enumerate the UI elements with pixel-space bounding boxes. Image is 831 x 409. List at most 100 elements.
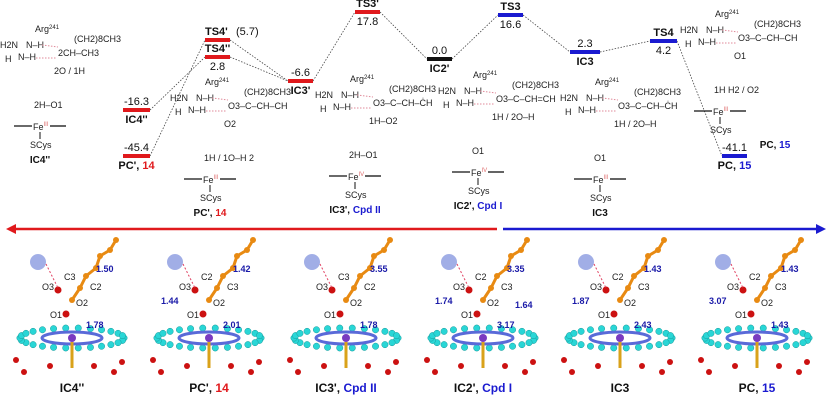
amine-label: H2N [680,25,698,35]
porphyrin-atom [107,341,115,349]
caption-tag: Cpd I [482,381,512,395]
carboxylate-oxygen [732,363,738,369]
arg-text: Arg [715,9,729,19]
nh-label: N–H [706,25,724,35]
porphyrin-atom [714,341,722,349]
panel-caption: PC, 15 [739,381,776,395]
carboxylate-oxygen [458,363,464,369]
porphyrin-atom [107,327,115,335]
distance-label: 2.43 [634,320,652,330]
level-name: PC, 15 [718,160,752,172]
connector-line [149,39,206,157]
porphyrin-atom [655,341,663,349]
carboxylate-oxygen [432,369,438,375]
porphyrin-atom [39,342,46,350]
caption-tag: Cpd II [353,205,381,216]
alkyl-chain-label: (CH2)8CH3 [74,34,121,44]
oxygen-atom-O3 [54,286,62,294]
carboxylate-oxygen [228,363,234,369]
level-name: IC2' [430,63,450,75]
nh-label: N–H [578,105,596,115]
porphyrin-atom [187,343,195,351]
hbond-line [601,97,619,101]
arginine-group [167,254,183,270]
alkyl-chain-label: (CH2)8CH3 [244,87,291,97]
level-energy: 0.0 [432,45,447,57]
arg-text: Arg [595,77,609,87]
porphyrin-atom [485,344,493,352]
porphyrin-atom [598,325,606,333]
porphyrin-atom [98,342,105,350]
alkyl-chain-label: (CH2)8CH3 [754,19,801,29]
carboxylate-oxygen [569,369,575,375]
red-arrowhead-icon [6,224,16,234]
atom-label: C3 [501,282,513,292]
porphyrin-atom [473,324,481,332]
level-bar [355,10,380,14]
oxygen-atom-O1 [62,310,70,318]
carboxylate-oxygen [561,357,567,363]
iron-ligand-label: O1 [594,153,606,163]
atom-label: O2 [76,298,88,308]
iron-atom [479,334,487,342]
atom-label: O1 [598,310,610,320]
carboxylate-oxygen [365,363,371,369]
connector-line [451,14,499,60]
distance-label: 3.35 [507,264,525,274]
porphyrin-atom [610,344,618,352]
porphyrin-atom [714,327,722,335]
carbon-atom [524,237,530,243]
arg-residue-number: 241 [219,78,230,84]
atom-label: O3 [727,282,739,292]
porphyrin-atom [783,342,790,350]
hbond-line [721,29,739,33]
level-energy: (5.7) [236,26,259,38]
hbond-line [45,263,59,289]
amine-label: H2N [315,90,333,100]
porphyrin-atom [223,343,231,351]
level-energy: 2.8 [210,61,225,73]
structure-caption: PC, 15 [760,140,791,151]
porphyrin-atom [646,326,653,334]
oxygen-atom-O3 [465,286,473,294]
level-name-text: PC, [718,160,739,172]
porphyrin-atom [324,325,332,333]
atom-label: O3 [453,282,465,292]
porphyrin-atom [440,327,448,335]
oxygen-atom-O3 [602,286,610,294]
porphyrin-atom [166,327,174,335]
hydroxyl-label: 1H / 2O–H [492,112,535,122]
hydroxyl-label: 1H–O2 [369,116,398,126]
arg-text: Arg [35,24,49,34]
level-name: TS4'' [205,43,231,55]
iron-label: FeIV [348,172,364,182]
porphyrin-atom [372,326,379,334]
fe-oxidation-state: III [214,175,219,181]
carboxylate-oxygen [256,359,262,365]
porphyrin-atom [199,324,207,332]
hydroxyl-label: O1 [734,51,746,61]
porphyrin-atom [22,329,30,337]
porphyrin-atom [497,343,505,351]
level-name-text: IC4'' [125,114,148,126]
porphyrin-atom [655,327,663,335]
energy-level-PC: -41.1PC, 15 [718,142,752,172]
level-compound-number: 15 [739,160,751,172]
porphyrin-atom [50,343,58,351]
distance-label: 1.64 [515,300,533,310]
level-bar [205,38,230,42]
level-bar [650,39,677,43]
level-bar [123,154,150,158]
distance-label: 1.87 [572,296,590,306]
caption-name: PC, [739,381,762,395]
level-name: IC4'' [125,114,148,126]
porphyrin-atom [86,343,94,351]
level-energy: -16.3 [124,96,149,108]
nh-label: N–H [188,105,206,115]
porphyrin-atom [804,332,811,340]
porphyrin-atom [792,327,800,335]
hbond-line [479,90,497,94]
fe-oxidation-state: III [604,175,609,181]
carbon-atom [113,237,119,243]
oxygen-atom-O1 [610,310,618,318]
